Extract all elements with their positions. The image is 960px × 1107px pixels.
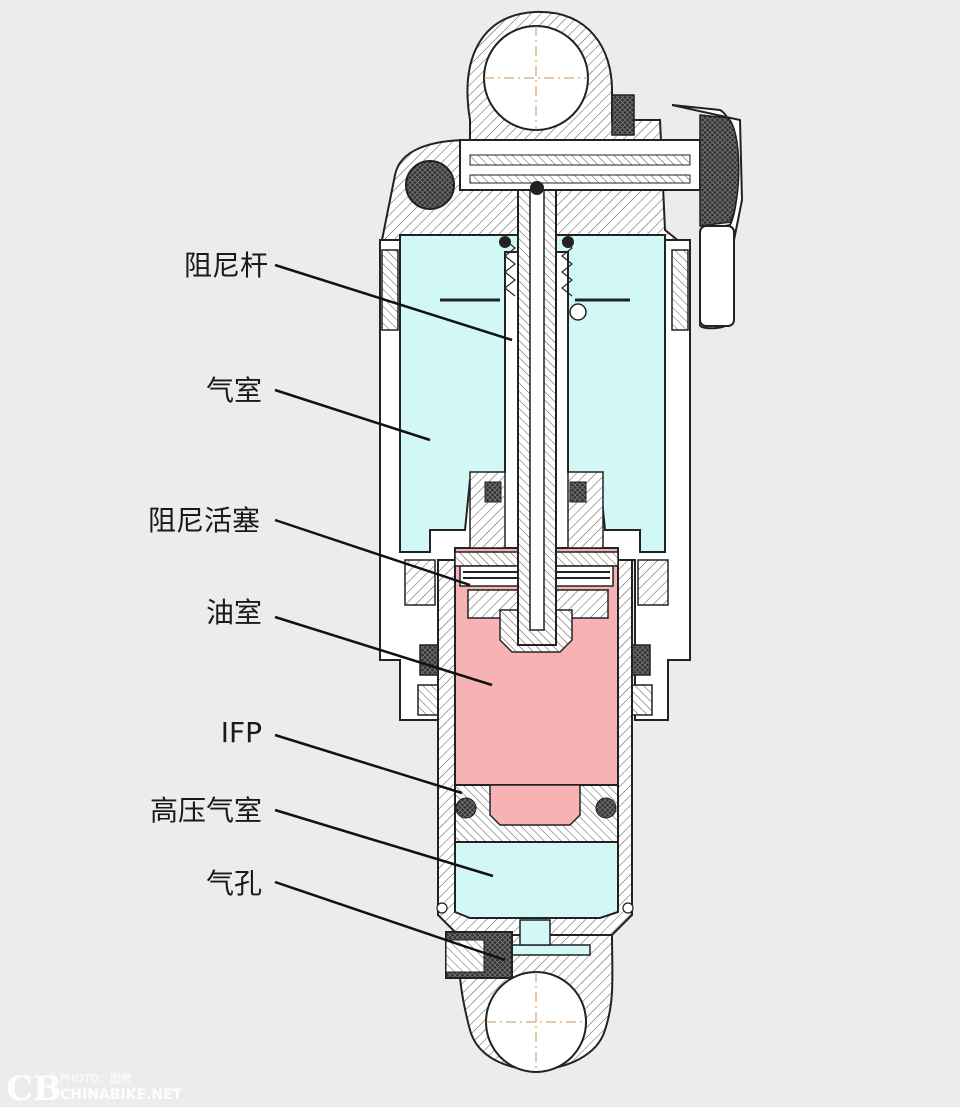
label-air-chamber: 气室 [206, 374, 262, 407]
damper-body [436, 547, 634, 936]
watermark-photo-credit: PHOTO：图帝 [60, 1071, 132, 1085]
callout-oil-chamber: 油室 [206, 596, 493, 687]
label-oil-chamber: 油室 [206, 596, 262, 629]
bottom-eyelet [445, 919, 614, 1073]
callout-high-pressure-chamber: 高压气室 [150, 794, 494, 878]
label-air-port: 气孔 [206, 867, 262, 900]
watermark: CB PHOTO：图帝 CHINABIKE.NET [6, 1069, 183, 1107]
callout-air-chamber: 气室 [206, 374, 431, 442]
watermark-site: CHINABIKE.NET [60, 1087, 183, 1103]
high-pressure-chamber-region [454, 841, 619, 919]
callout-ifp: IFP [221, 716, 463, 795]
lockout-lever [671, 104, 744, 330]
label-high-pressure-chamber: 高压气室 [150, 794, 262, 827]
label-ifp: IFP [221, 716, 262, 749]
callout-damper-rod: 阻尼杆 [184, 249, 513, 342]
damper-rod [499, 181, 574, 646]
label-damper-piston: 阻尼活塞 [148, 504, 260, 537]
label-damper-rod: 阻尼杆 [184, 249, 268, 282]
callout-air-port: 气孔 [206, 867, 506, 962]
callout-damper-piston: 阻尼活塞 [148, 504, 471, 587]
watermark-logo: CB [6, 1069, 62, 1107]
ifp-piston [454, 784, 619, 843]
